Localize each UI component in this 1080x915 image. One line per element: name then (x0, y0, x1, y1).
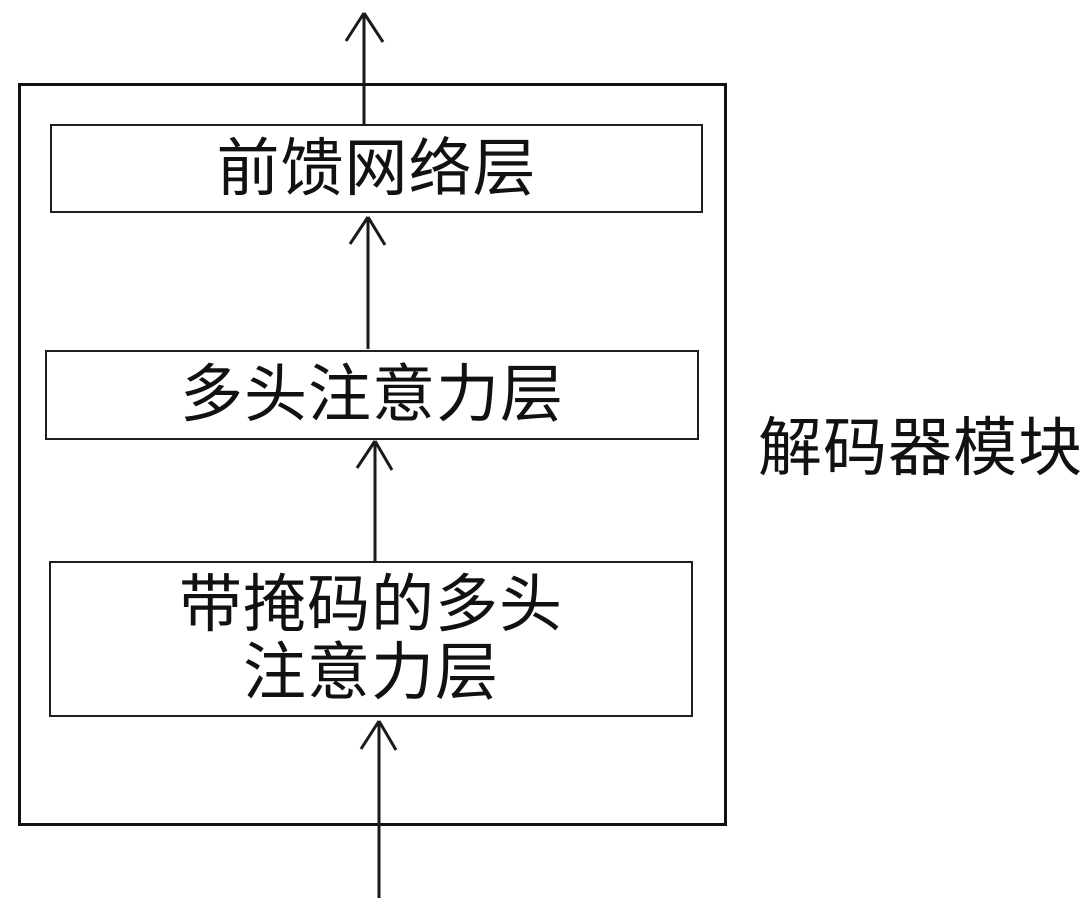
node-feed-forward-layer: 前馈网络层 (50, 124, 703, 213)
diagram-title: 解码器模块 (758, 412, 1080, 484)
node-masked-multi-head-attention-layer: 带掩码的多头 注意力层 (49, 561, 693, 717)
node-feed-forward-layer-label: 前馈网络层 (216, 133, 537, 204)
node-multi-head-attention-layer: 多头注意力层 (45, 350, 699, 440)
node-multi-head-attention-layer-label: 多头注意力层 (180, 360, 564, 430)
node-masked-multi-head-attention-layer-label-line2: 注意力层 (243, 638, 499, 708)
node-masked-multi-head-attention-layer-label-line1: 带掩码的多头 (179, 570, 563, 640)
